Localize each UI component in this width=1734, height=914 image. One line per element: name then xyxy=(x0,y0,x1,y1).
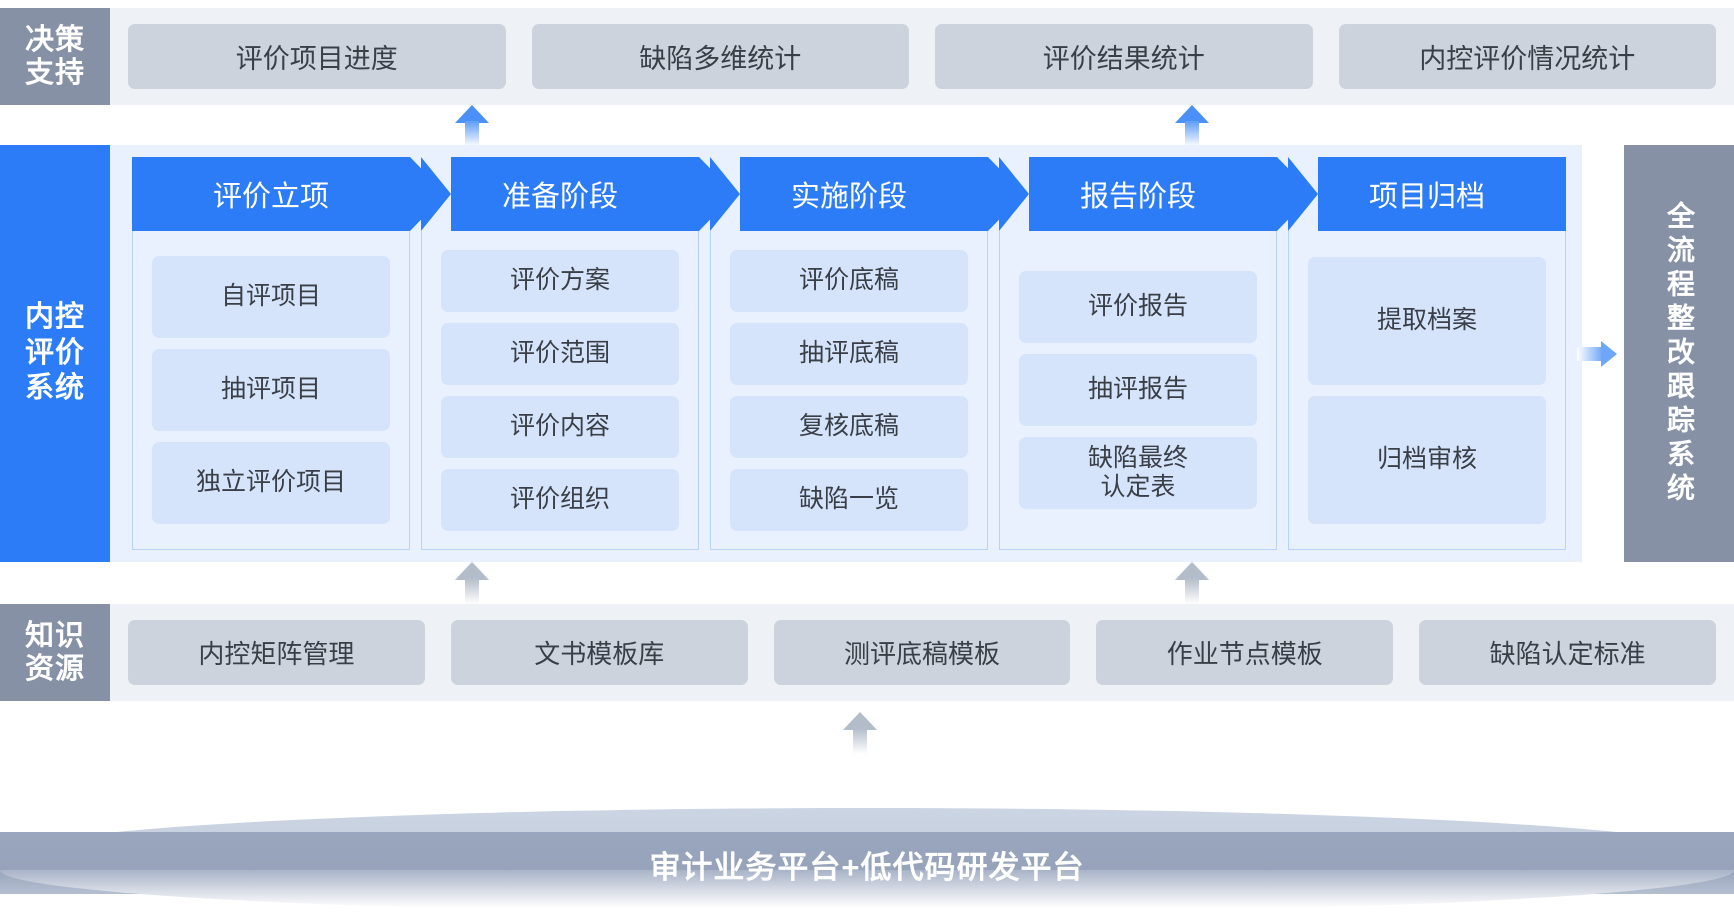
stage-nodes-implementation: 评价底稿 抽评底稿 复核底稿 缺陷一览 xyxy=(710,231,988,550)
node-sample-evaluation-project[interactable]: 抽评项目 xyxy=(152,349,390,431)
node-self-evaluation-project[interactable]: 自评项目 xyxy=(152,256,390,338)
node-archive-review[interactable]: 归档审核 xyxy=(1308,395,1546,524)
arrow-head-icon xyxy=(455,105,489,123)
arrow-head-icon xyxy=(455,562,489,580)
arrow-head-icon xyxy=(1601,341,1617,367)
decision-support-label-line-2: 支持 xyxy=(24,56,85,89)
node-review-draft[interactable]: 复核底稿 xyxy=(730,395,968,458)
node-evaluation-organization[interactable]: 评价组织 xyxy=(441,468,679,531)
arrow-up-core-to-decision-left xyxy=(455,105,489,147)
right-system-label-text: 全流程整改跟踪系统 xyxy=(1664,200,1695,507)
knowledge-resource-cards: 内控矩阵管理 文书模板库 测评底稿模板 作业节点模板 缺陷认定标准 xyxy=(110,604,1734,701)
arrow-head-icon xyxy=(843,712,877,730)
internal-control-system-label: 内控 评价 系统 xyxy=(0,145,110,562)
knowledge-resource-row: 知识 资源 内控矩阵管理 文书模板库 测评底稿模板 作业节点模板 缺陷认定标准 xyxy=(0,604,1734,701)
arrow-stem xyxy=(465,121,479,147)
node-evaluation-plan[interactable]: 评价方案 xyxy=(441,249,679,312)
stage-column-implementation: 实施阶段 评价底稿 抽评底稿 复核底稿 缺陷一览 xyxy=(710,157,1024,550)
stage-column-project-initiation: 评价立项 自评项目 抽评项目 独立评价项目 xyxy=(132,157,446,550)
knowledge-resource-label: 知识 资源 xyxy=(0,604,110,701)
platform-label: 审计业务平台+低代码研发平台 xyxy=(649,849,1085,885)
knowledge-card-assessment-draft-template[interactable]: 测评底稿模板 xyxy=(773,620,1071,685)
arrow-up-knowledge-to-core-left xyxy=(455,562,489,604)
decision-card-result-stats[interactable]: 评价结果统计 xyxy=(935,24,1313,89)
decision-support-label-line-1: 决策 xyxy=(24,24,85,57)
arrow-stem xyxy=(1577,347,1603,361)
foundation-platform: 审计业务平台+低代码研发平台 xyxy=(0,808,1734,914)
stage-header-reporting[interactable]: 报告阶段 xyxy=(999,157,1313,231)
arrow-head-icon xyxy=(1175,562,1209,580)
stage-nodes-project-initiation: 自评项目 抽评项目 独立评价项目 xyxy=(132,231,410,550)
core-label-line-2: 评价 xyxy=(24,336,85,369)
decision-support-row: 决策 支持 评价项目进度 缺陷多维统计 评价结果统计 内控评价情况统计 xyxy=(0,8,1734,105)
stage-nodes-project-archiving: 提取档案 归档审核 xyxy=(1288,231,1566,550)
node-defect-list[interactable]: 缺陷一览 xyxy=(730,468,968,531)
full-process-rectification-tracking-system-label: 全流程整改跟踪系统 xyxy=(1624,145,1734,562)
node-evaluation-draft[interactable]: 评价底稿 xyxy=(730,249,968,312)
decision-support-label: 决策 支持 xyxy=(0,8,110,105)
arrow-stem xyxy=(853,728,867,754)
node-sample-evaluation-draft[interactable]: 抽评底稿 xyxy=(730,322,968,385)
arrow-right-core-to-tracking-system xyxy=(1577,341,1617,367)
core-label-line-3: 系统 xyxy=(24,372,85,405)
node-defect-final-confirmation-table[interactable]: 缺陷最终 认定表 xyxy=(1019,437,1257,509)
arrow-up-platform-to-knowledge xyxy=(843,712,877,754)
stage-column-reporting: 报告阶段 评价报告 抽评报告 缺陷最终 认定表 xyxy=(999,157,1313,550)
arrow-stem xyxy=(1185,121,1199,147)
stage-nodes-reporting: 评价报告 抽评报告 缺陷最终 认定表 xyxy=(999,231,1277,550)
node-sample-evaluation-report[interactable]: 抽评报告 xyxy=(1019,354,1257,426)
knowledge-card-control-matrix-management[interactable]: 内控矩阵管理 xyxy=(128,620,425,685)
arrow-up-knowledge-to-core-right xyxy=(1175,562,1209,604)
node-evaluation-scope[interactable]: 评价范围 xyxy=(441,322,679,385)
decision-support-cards: 评价项目进度 缺陷多维统计 评价结果统计 内控评价情况统计 xyxy=(110,8,1734,105)
stage-column-project-archiving: 项目归档 提取档案 归档审核 xyxy=(1288,157,1566,550)
knowledge-label-line-2: 资源 xyxy=(24,652,85,685)
decision-card-defect-multidim-stats[interactable]: 缺陷多维统计 xyxy=(531,24,909,89)
knowledge-card-work-node-template[interactable]: 作业节点模板 xyxy=(1096,620,1394,685)
stage-header-project-initiation[interactable]: 评价立项 xyxy=(132,157,446,231)
knowledge-label-line-1: 知识 xyxy=(24,620,85,653)
stage-header-implementation[interactable]: 实施阶段 xyxy=(710,157,1024,231)
core-label-line-1: 内控 xyxy=(24,301,85,334)
internal-control-evaluation-row: 内控 评价 系统 评价立项 自评项目 抽评项目 独立评价项目 准备阶段 评价方案… xyxy=(0,145,1734,562)
knowledge-card-document-template-library[interactable]: 文书模板库 xyxy=(450,620,748,685)
decision-card-project-progress[interactable]: 评价项目进度 xyxy=(128,24,506,89)
arrow-head-icon xyxy=(1175,105,1209,123)
stage-header-preparation[interactable]: 准备阶段 xyxy=(421,157,735,231)
arrow-up-core-to-decision-right xyxy=(1175,105,1209,147)
decision-card-internal-control-stats[interactable]: 内控评价情况统计 xyxy=(1338,24,1716,89)
stage-header-project-archiving[interactable]: 项目归档 xyxy=(1288,157,1566,231)
node-independent-evaluation-project[interactable]: 独立评价项目 xyxy=(152,442,390,524)
stage-column-preparation: 准备阶段 评价方案 评价范围 评价内容 评价组织 xyxy=(421,157,735,550)
arrow-stem xyxy=(1185,578,1199,604)
knowledge-card-defect-identification-standard[interactable]: 缺陷认定标准 xyxy=(1419,620,1716,685)
node-evaluation-report[interactable]: 评价报告 xyxy=(1019,271,1257,343)
stage-nodes-preparation: 评价方案 评价范围 评价内容 评价组织 xyxy=(421,231,699,550)
arrow-stem xyxy=(465,578,479,604)
node-extract-archive[interactable]: 提取档案 xyxy=(1308,256,1546,385)
node-evaluation-content[interactable]: 评价内容 xyxy=(441,395,679,458)
process-stage-track: 评价立项 自评项目 抽评项目 独立评价项目 准备阶段 评价方案 评价范围 评价内… xyxy=(110,145,1582,562)
